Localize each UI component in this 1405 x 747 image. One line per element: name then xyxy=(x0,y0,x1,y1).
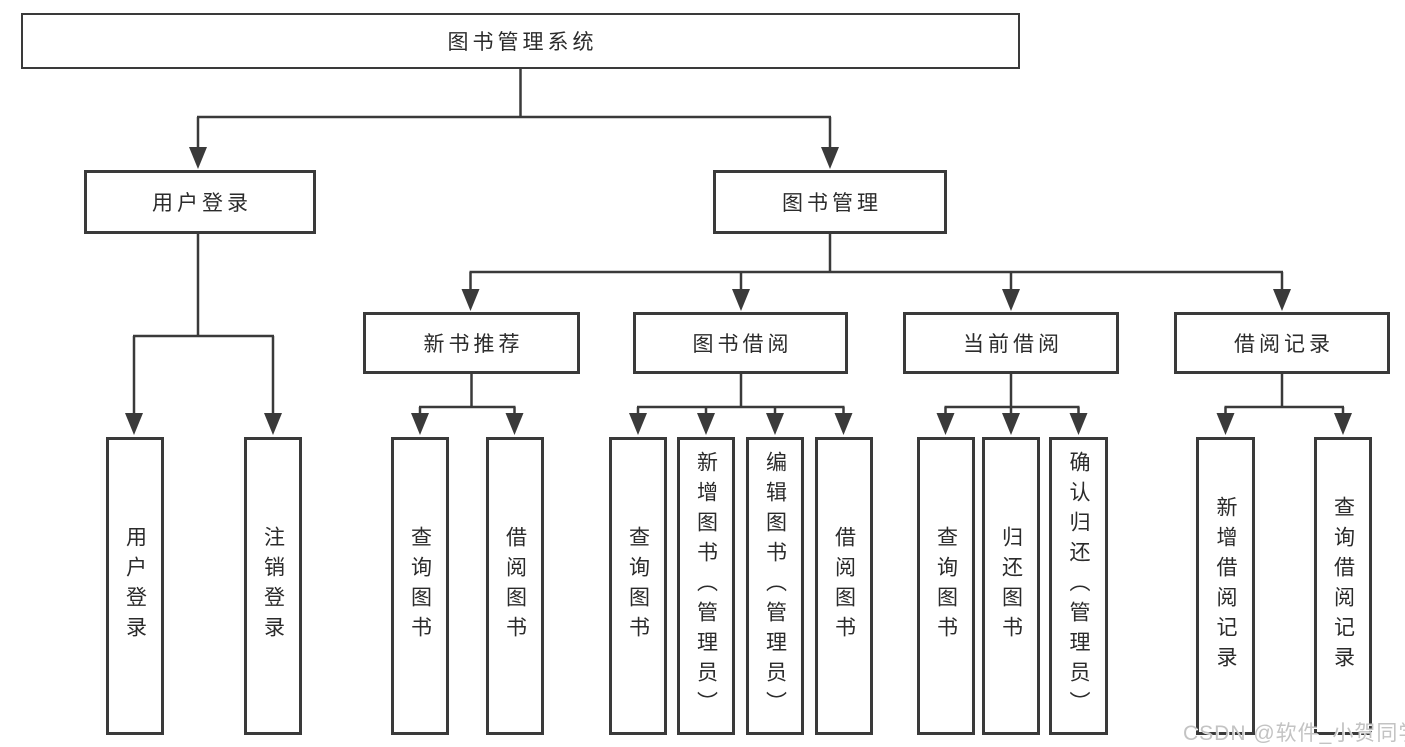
node-book-management-branch: 图书管理 xyxy=(713,170,947,234)
leaf-return-book-label: 归还图书 xyxy=(999,526,1023,646)
node-borrow-record: 借阅记录 xyxy=(1174,312,1390,374)
leaf-edit-book-admin: 编辑图书（管理员） xyxy=(746,437,804,735)
leaf-logout-label: 注销登录 xyxy=(261,526,285,646)
leaf-add-book-admin: 新增图书（管理员） xyxy=(677,437,735,735)
leaf-borrow-query-book: 查询图书 xyxy=(609,437,667,735)
leaf-query-borrow-record-label: 查询借阅记录 xyxy=(1331,496,1355,676)
leaf-confirm-return-admin-label: 确认归还（管理员） xyxy=(1067,451,1090,721)
csdn-watermark: CSDN @软件_小贺同学 xyxy=(1183,722,1405,745)
leaf-confirm-return-admin: 确认归还（管理员） xyxy=(1049,437,1108,735)
leaf-user-login: 用户登录 xyxy=(106,437,164,735)
leaf-add-book-admin-label: 新增图书（管理员） xyxy=(694,451,718,721)
node-user-login-branch: 用户登录 xyxy=(84,170,316,234)
leaf-add-borrow-record: 新增借阅记录 xyxy=(1196,437,1255,735)
node-book-borrow: 图书借阅 xyxy=(633,312,848,374)
node-user-login-branch-label: 用户登录 xyxy=(152,192,252,215)
node-book-borrow-label: 图书借阅 xyxy=(692,333,793,356)
node-root-system: 图书管理系统 xyxy=(21,13,1020,69)
node-current-borrow: 当前借阅 xyxy=(903,312,1119,374)
leaf-current-query-book-label: 查询图书 xyxy=(934,526,958,646)
leaf-return-book: 归还图书 xyxy=(982,437,1040,735)
leaf-borrow-book-label: 借阅图书 xyxy=(832,526,856,646)
leaf-edit-book-admin-label: 编辑图书（管理员） xyxy=(763,451,787,721)
leaf-recommend-borrow-book: 借阅图书 xyxy=(486,437,544,735)
node-new-book-recommend-label: 新书推荐 xyxy=(423,333,524,356)
leaf-current-query-book: 查询图书 xyxy=(917,437,975,735)
node-new-book-recommend: 新书推荐 xyxy=(363,312,580,374)
leaf-query-borrow-record: 查询借阅记录 xyxy=(1314,437,1372,735)
leaf-logout: 注销登录 xyxy=(244,437,302,735)
leaf-recommend-query-book: 查询图书 xyxy=(391,437,449,735)
leaf-borrow-book: 借阅图书 xyxy=(815,437,873,735)
leaf-add-borrow-record-label: 新增借阅记录 xyxy=(1214,496,1237,676)
leaf-borrow-query-book-label: 查询图书 xyxy=(626,526,650,646)
leaf-recommend-borrow-book-label: 借阅图书 xyxy=(503,526,527,646)
leaf-user-login-label: 用户登录 xyxy=(123,526,147,646)
node-current-borrow-label: 当前借阅 xyxy=(963,333,1063,356)
node-borrow-record-label: 借阅记录 xyxy=(1234,333,1334,356)
node-root-label: 图书管理系统 xyxy=(447,31,598,54)
node-book-management-branch-label: 图书管理 xyxy=(782,192,882,215)
leaf-recommend-query-book-label: 查询图书 xyxy=(408,526,432,646)
